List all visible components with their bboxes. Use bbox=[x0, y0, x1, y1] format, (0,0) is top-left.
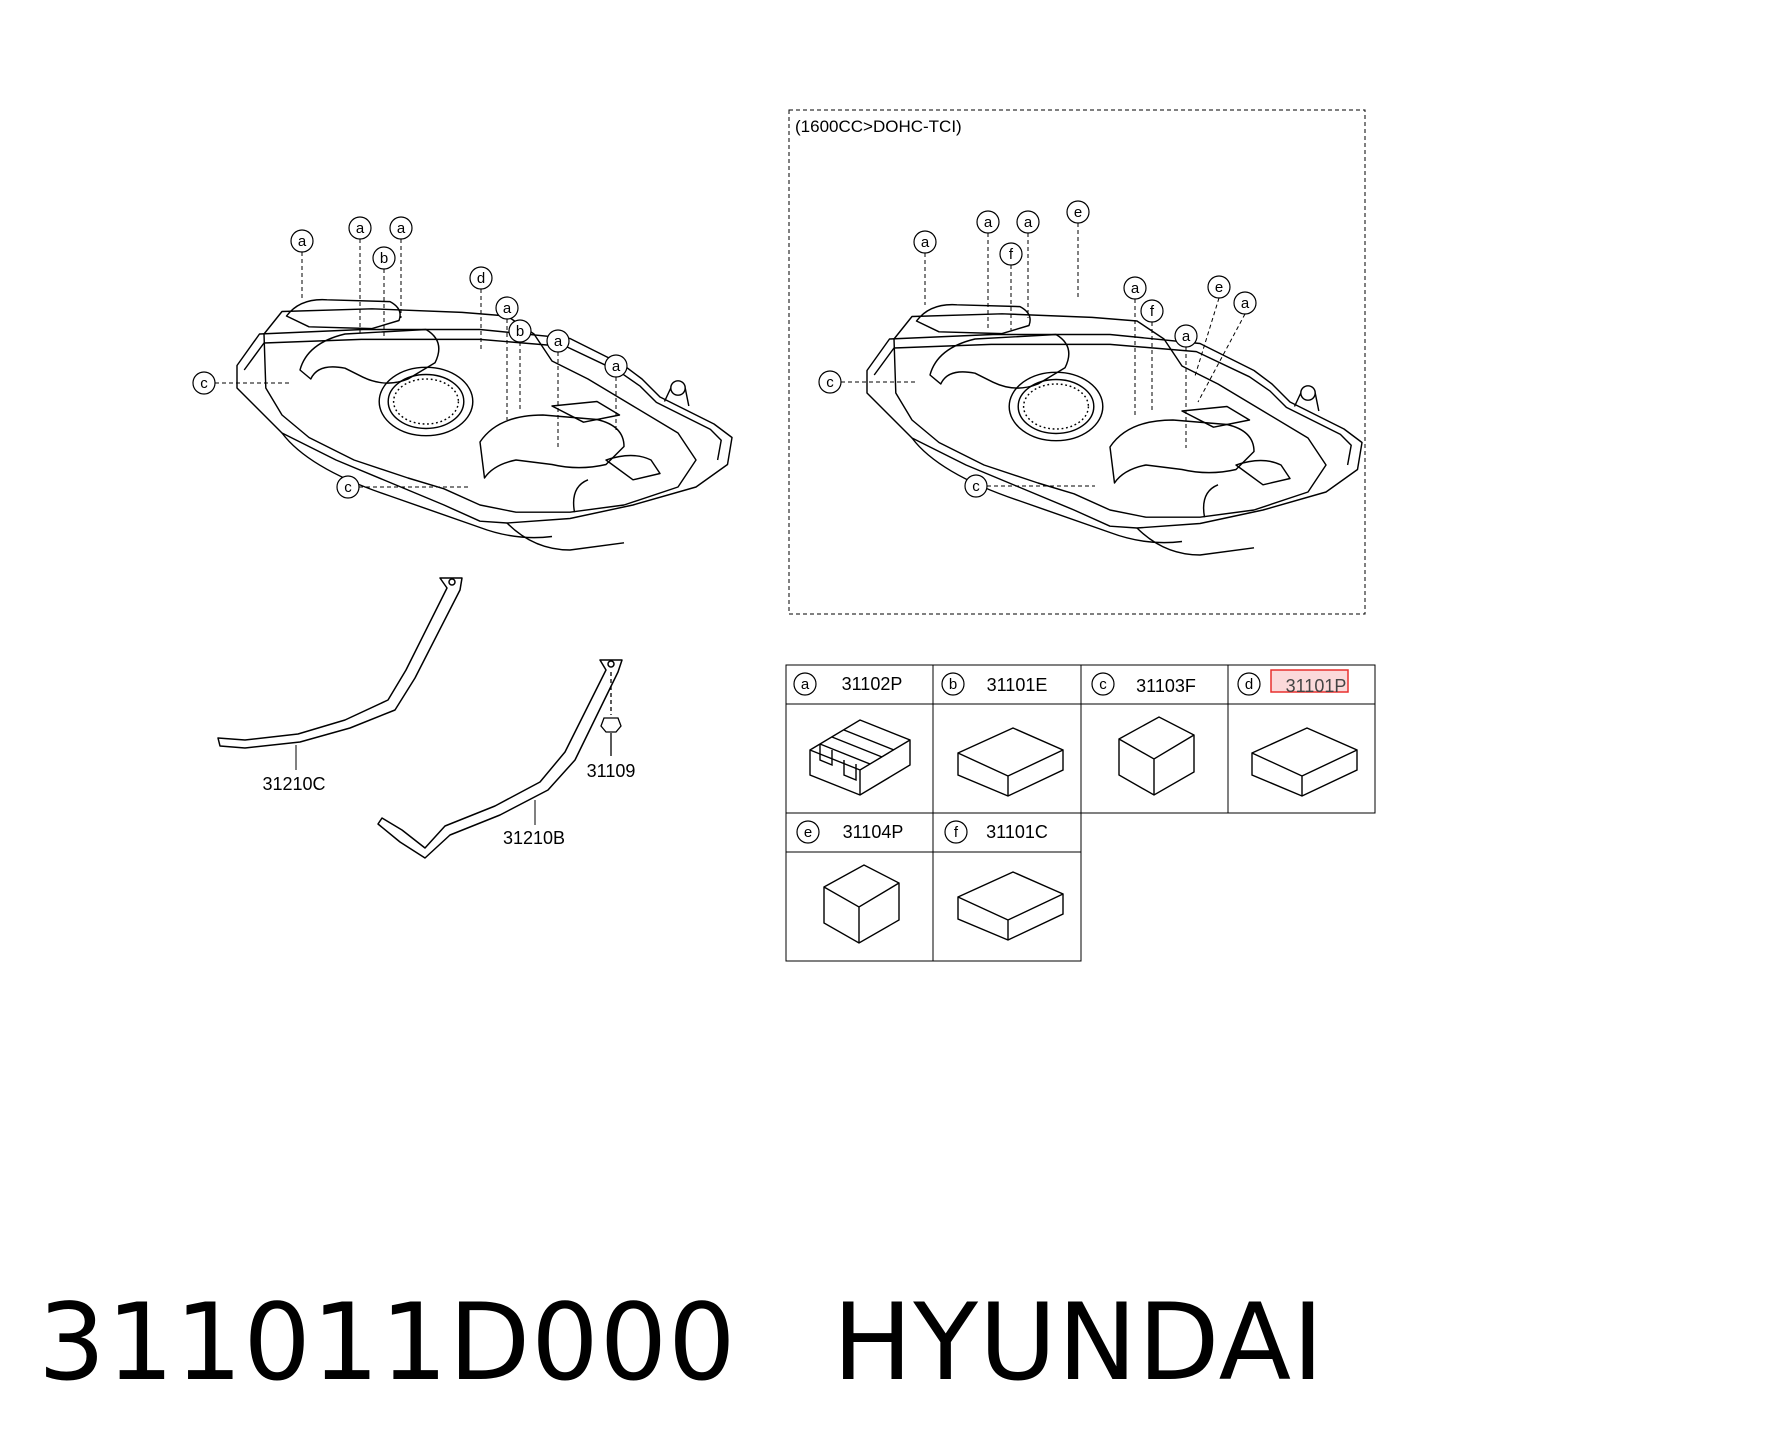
flat-pad-icon bbox=[957, 871, 1064, 941]
legend-key: e bbox=[804, 824, 812, 841]
legend-part-number-highlighted: 31101P bbox=[1286, 676, 1347, 696]
callout-label: f bbox=[1150, 303, 1155, 320]
callout-label: a bbox=[1131, 280, 1140, 297]
legend-part-number: 31103F bbox=[1136, 676, 1196, 696]
block-pad-icon bbox=[1118, 716, 1195, 796]
strap-31210C bbox=[217, 577, 463, 749]
block-pad-icon bbox=[823, 864, 900, 944]
callout-label: a bbox=[612, 358, 621, 375]
callout-label: c bbox=[344, 479, 352, 496]
right-callouts bbox=[818, 200, 1257, 498]
callout-label: d bbox=[477, 270, 485, 287]
footer-brand: HYUNDAI bbox=[832, 1280, 1325, 1404]
callout-label: a bbox=[921, 234, 930, 251]
legend-key: c bbox=[1099, 676, 1107, 693]
legend-part-number: 31101C bbox=[986, 822, 1048, 842]
legend-part-number: 31104P bbox=[843, 822, 904, 842]
callout-label: c bbox=[972, 478, 980, 495]
legend-part-number: 31102P bbox=[842, 674, 903, 694]
footer-part-number: 311011D000 bbox=[38, 1280, 737, 1404]
ribbed-pad-icon bbox=[809, 719, 911, 796]
flat-pad-icon bbox=[957, 727, 1064, 797]
flat-pad-icon bbox=[1251, 727, 1358, 797]
callout-label: c bbox=[200, 375, 208, 392]
part-label-31210C: 31210C bbox=[262, 774, 325, 794]
callout-label: f bbox=[1009, 246, 1014, 263]
callout-label: b bbox=[516, 323, 524, 340]
left-callouts bbox=[192, 216, 628, 499]
part-label-31210B: 31210B bbox=[503, 828, 565, 848]
callout-label: a bbox=[554, 333, 563, 350]
footer: 311011D000 HYUNDAI bbox=[38, 1272, 1324, 1412]
callout-label: a bbox=[1182, 328, 1191, 345]
callout-label: e bbox=[1074, 204, 1082, 221]
legend-table bbox=[785, 664, 1376, 962]
legend-key: f bbox=[954, 824, 959, 841]
callout-label: a bbox=[298, 233, 307, 250]
nut-31109 bbox=[600, 672, 622, 756]
strap-31210B bbox=[377, 659, 623, 859]
callout-label: b bbox=[380, 250, 388, 267]
variant-box bbox=[788, 109, 1366, 615]
fuel-tank-standard bbox=[236, 298, 733, 551]
callout-label: a bbox=[356, 220, 365, 237]
callout-label: a bbox=[503, 300, 512, 317]
callout-label: a bbox=[397, 220, 406, 237]
callout-label: a bbox=[984, 214, 993, 231]
part-label-31109: 31109 bbox=[587, 761, 636, 781]
callout-label: a bbox=[1024, 214, 1033, 231]
fuel-tank-tci bbox=[866, 303, 1363, 556]
legend-key: a bbox=[801, 676, 810, 693]
highlight-box bbox=[1270, 669, 1349, 693]
legend-key: d bbox=[1245, 676, 1253, 693]
callout-label: a bbox=[1241, 295, 1250, 312]
variant-label: (1600CC>DOHC-TCI) bbox=[795, 117, 962, 136]
callout-label: c bbox=[826, 374, 834, 391]
legend-key: b bbox=[949, 676, 957, 693]
callout-label: e bbox=[1215, 279, 1223, 296]
legend-part-number: 31101E bbox=[987, 675, 1048, 695]
